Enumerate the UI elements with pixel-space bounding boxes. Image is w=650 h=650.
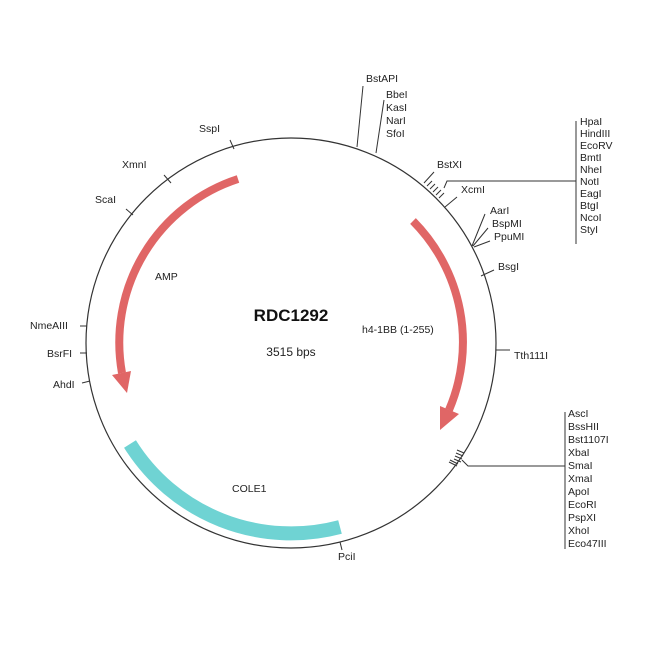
site-tick-line [375, 99, 385, 154]
site-label: HpaI [580, 116, 602, 128]
site-group-aari[interactable]: AarI BspMI PpuMI [471, 205, 524, 248]
site-label: SfoI [386, 128, 405, 140]
plasmid-size: 3515 bps [266, 345, 315, 359]
site-label: BtgI [580, 200, 599, 212]
site-group-right[interactable]: HpaI HindIII EcoRV BmtI NheI NotI EagI B… [426, 116, 613, 244]
site-label: EagI [580, 188, 602, 200]
amp-arrowhead [112, 371, 131, 393]
h4-1bb-arrowhead [440, 406, 459, 430]
site-group-bottom[interactable]: AscI BssHII Bst1107I XbaI SmaI XmaI ApoI… [448, 408, 609, 550]
site-tick-line [443, 121, 577, 244]
site-label: BssHII [568, 421, 599, 433]
feature-cole1[interactable] [124, 440, 342, 541]
site-tick-line [423, 171, 435, 184]
site-label: XhoI [568, 525, 590, 537]
site-tick-line [453, 449, 465, 463]
site-tick-line [339, 541, 343, 551]
site-tick-line [125, 208, 134, 216]
site-label: NheI [580, 164, 602, 176]
amp-arc [115, 175, 240, 374]
site-label: StyI [580, 224, 598, 236]
site-tick-line [444, 196, 458, 208]
site-label: AscI [568, 408, 588, 420]
site-label: BsgI [498, 261, 519, 273]
site-label: PciI [338, 551, 356, 563]
site-label: EcoRV [580, 140, 613, 152]
site-xcmi[interactable]: XcmI [444, 184, 485, 208]
site-label: BmtI [580, 152, 602, 164]
cole1-label: COLE1 [232, 483, 267, 495]
site-label: BstXI [437, 159, 462, 171]
site-tick-line [471, 213, 491, 248]
h4-1bb-arc [410, 218, 467, 412]
site-pcii[interactable]: PciI [338, 541, 356, 563]
site-label: PspXI [568, 512, 596, 524]
feature-amp[interactable] [112, 175, 240, 393]
site-label: EcoRI [568, 499, 597, 511]
site-label: XcmI [461, 184, 485, 196]
site-label: XbaI [568, 447, 590, 459]
site-nmeaiii[interactable]: NmeAIII [30, 320, 87, 332]
site-bstxi[interactable]: BstXI [423, 159, 462, 184]
site-label: BspMI [492, 218, 522, 230]
site-label: NmeAIII [30, 320, 68, 332]
site-sspi[interactable]: SspI [199, 123, 235, 150]
site-label: HindIII [580, 128, 610, 140]
site-label: SmaI [568, 460, 593, 472]
plasmid-name: RDC1292 [254, 306, 329, 325]
site-tick-line [81, 380, 91, 384]
site-label: PpuMI [494, 231, 524, 243]
site-label: BsrFI [47, 348, 72, 360]
site-bsgi[interactable]: BsgI [480, 261, 519, 277]
site-label: Tth111I [514, 350, 548, 362]
site-tick-line [229, 139, 235, 150]
backbone-circle [85, 137, 497, 549]
site-tick-line [461, 412, 566, 549]
site-label: ScaI [95, 194, 116, 206]
site-label: ApoI [568, 486, 590, 498]
amp-label: AMP [155, 271, 178, 283]
site-label: AarI [490, 205, 509, 217]
site-group-top[interactable]: BbeI KasI NarI SfoI [375, 89, 408, 154]
site-xmni[interactable]: XmnI [122, 159, 172, 184]
site-tick-line [480, 269, 495, 277]
site-label: BbeI [386, 89, 408, 101]
site-tth111i[interactable]: Tth111I [496, 349, 548, 362]
feature-h4-1bb[interactable] [410, 218, 467, 430]
site-label: Eco47III [568, 538, 607, 550]
site-label: KasI [386, 102, 407, 114]
site-bstapi[interactable]: BstAPI [356, 73, 398, 148]
site-label: NcoI [580, 212, 602, 224]
site-label: NotI [580, 176, 599, 188]
site-ahdi[interactable]: AhdI [53, 379, 91, 391]
site-tick-line [163, 174, 172, 184]
site-label: XmnI [122, 159, 147, 171]
site-tick-line [426, 180, 445, 199]
site-bsrfi[interactable]: BsrFI [47, 348, 87, 360]
site-label: BstAPI [366, 73, 398, 85]
site-label: XmaI [568, 473, 593, 485]
site-tick-line [356, 85, 364, 148]
site-label: Bst1107I [568, 434, 609, 446]
site-label: AhdI [53, 379, 75, 391]
h4-1bb-label: h4-1BB (1-255) [362, 324, 434, 336]
site-label: SspI [199, 123, 220, 135]
site-tick-line [448, 459, 459, 467]
site-scai[interactable]: ScaI [95, 194, 134, 216]
site-label: NarI [386, 115, 406, 127]
